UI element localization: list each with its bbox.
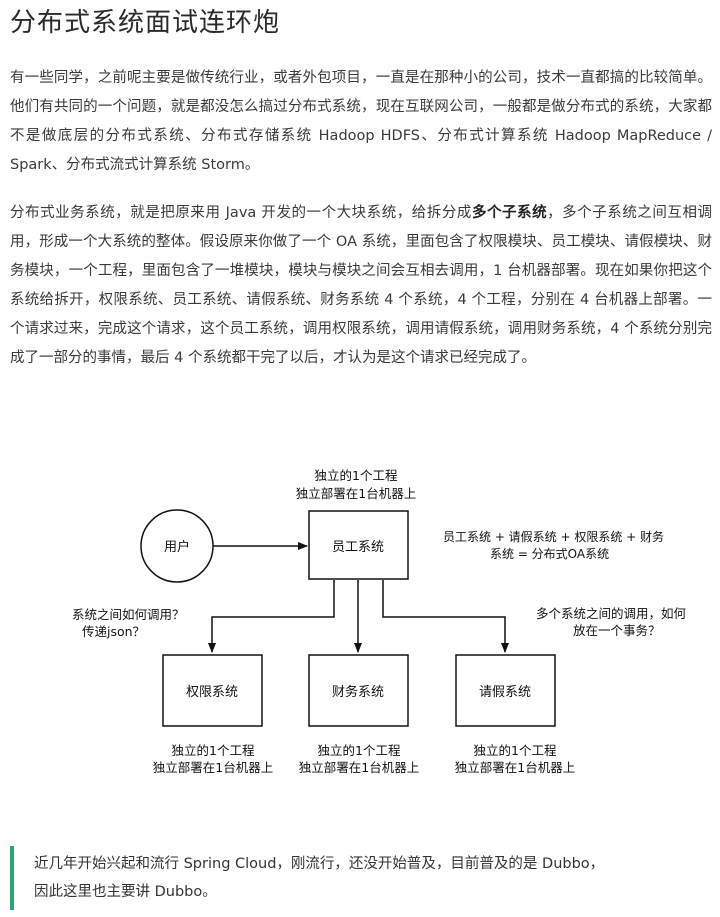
employee-system-box [308, 510, 409, 580]
permission-deploy-line1: 独立的1个工程 [172, 743, 255, 758]
question-right-line1: 多个系统之间的调用，如何 [536, 606, 687, 621]
employee-deploy-line2: 独立部署在1台机器上 [296, 486, 416, 501]
leave-deploy-line2: 独立部署在1台机器上 [455, 760, 575, 775]
employee-to-permission-arrow [208, 580, 335, 653]
architecture-diagram: 独立的1个工程 独立部署在1台机器上 用户 员工系统 员工系统 + 请假系统 +… [0, 420, 720, 820]
formula-line1: 员工系统 + 请假系统 + 权限系统 + 财务 [443, 529, 664, 544]
business-system-paragraph: 分布式业务系统，就是把原来用 Java 开发的一个大块系统，给拆分成多个子系统，… [10, 199, 712, 373]
question-right-line2: 放在一个事务？ [573, 623, 661, 638]
permission-system-label: 权限系统 [186, 684, 238, 700]
employee-to-leave-arrow [382, 580, 509, 653]
permission-system-box [162, 654, 263, 727]
question-left-line2: 传递json？ [82, 624, 145, 639]
finance-deploy-line2: 独立部署在1台机器上 [299, 760, 419, 775]
intro-paragraph: 有一些同学，之前呢主要是做传统行业，或者外包项目，一直是在那种小的公司，技术一直… [10, 70, 712, 173]
leave-system-box [455, 654, 556, 727]
finance-system-label: 财务系统 [332, 684, 384, 700]
paragraph-text-start: 分布式业务系统，就是把原来用 Java 开发的一个大块系统，给拆分成 [10, 205, 472, 221]
finance-system-box [308, 654, 409, 727]
permission-deploy-line2: 独立部署在1台机器上 [153, 760, 273, 775]
formula-line2: 系统 = 分布式OA系统 [490, 547, 609, 561]
user-label: 用户 [164, 539, 190, 555]
question-left-line1: 系统之间如何调用？ [72, 607, 185, 622]
paragraph-text-end: ，多个子系统之间互相调用，形成一个大系统的整体。假设原来你做了一个 OA 系统，… [10, 205, 713, 366]
leave-deploy-line1: 独立的1个工程 [474, 743, 557, 758]
blockquote: 近几年开始兴起和流行 Spring Cloud，刚流行，还没开始普及，目前普及的… [10, 846, 712, 910]
finance-deploy-line1: 独立的1个工程 [318, 743, 401, 758]
leave-system-label: 请假系统 [479, 685, 531, 700]
bold-multi-subsystem: 多个子系统 [471, 205, 548, 221]
employee-system-label: 员工系统 [332, 540, 384, 555]
quote-line1: 近几年开始兴起和流行 Spring Cloud，刚流行，还没开始普及，目前普及的… [34, 856, 605, 872]
employee-deploy-line1: 独立的1个工程 [315, 468, 398, 483]
page-title: 分布式系统面试连环炮 [10, 8, 281, 38]
quote-line2: 因此这里也主要讲 Dubbo。 [34, 884, 217, 900]
